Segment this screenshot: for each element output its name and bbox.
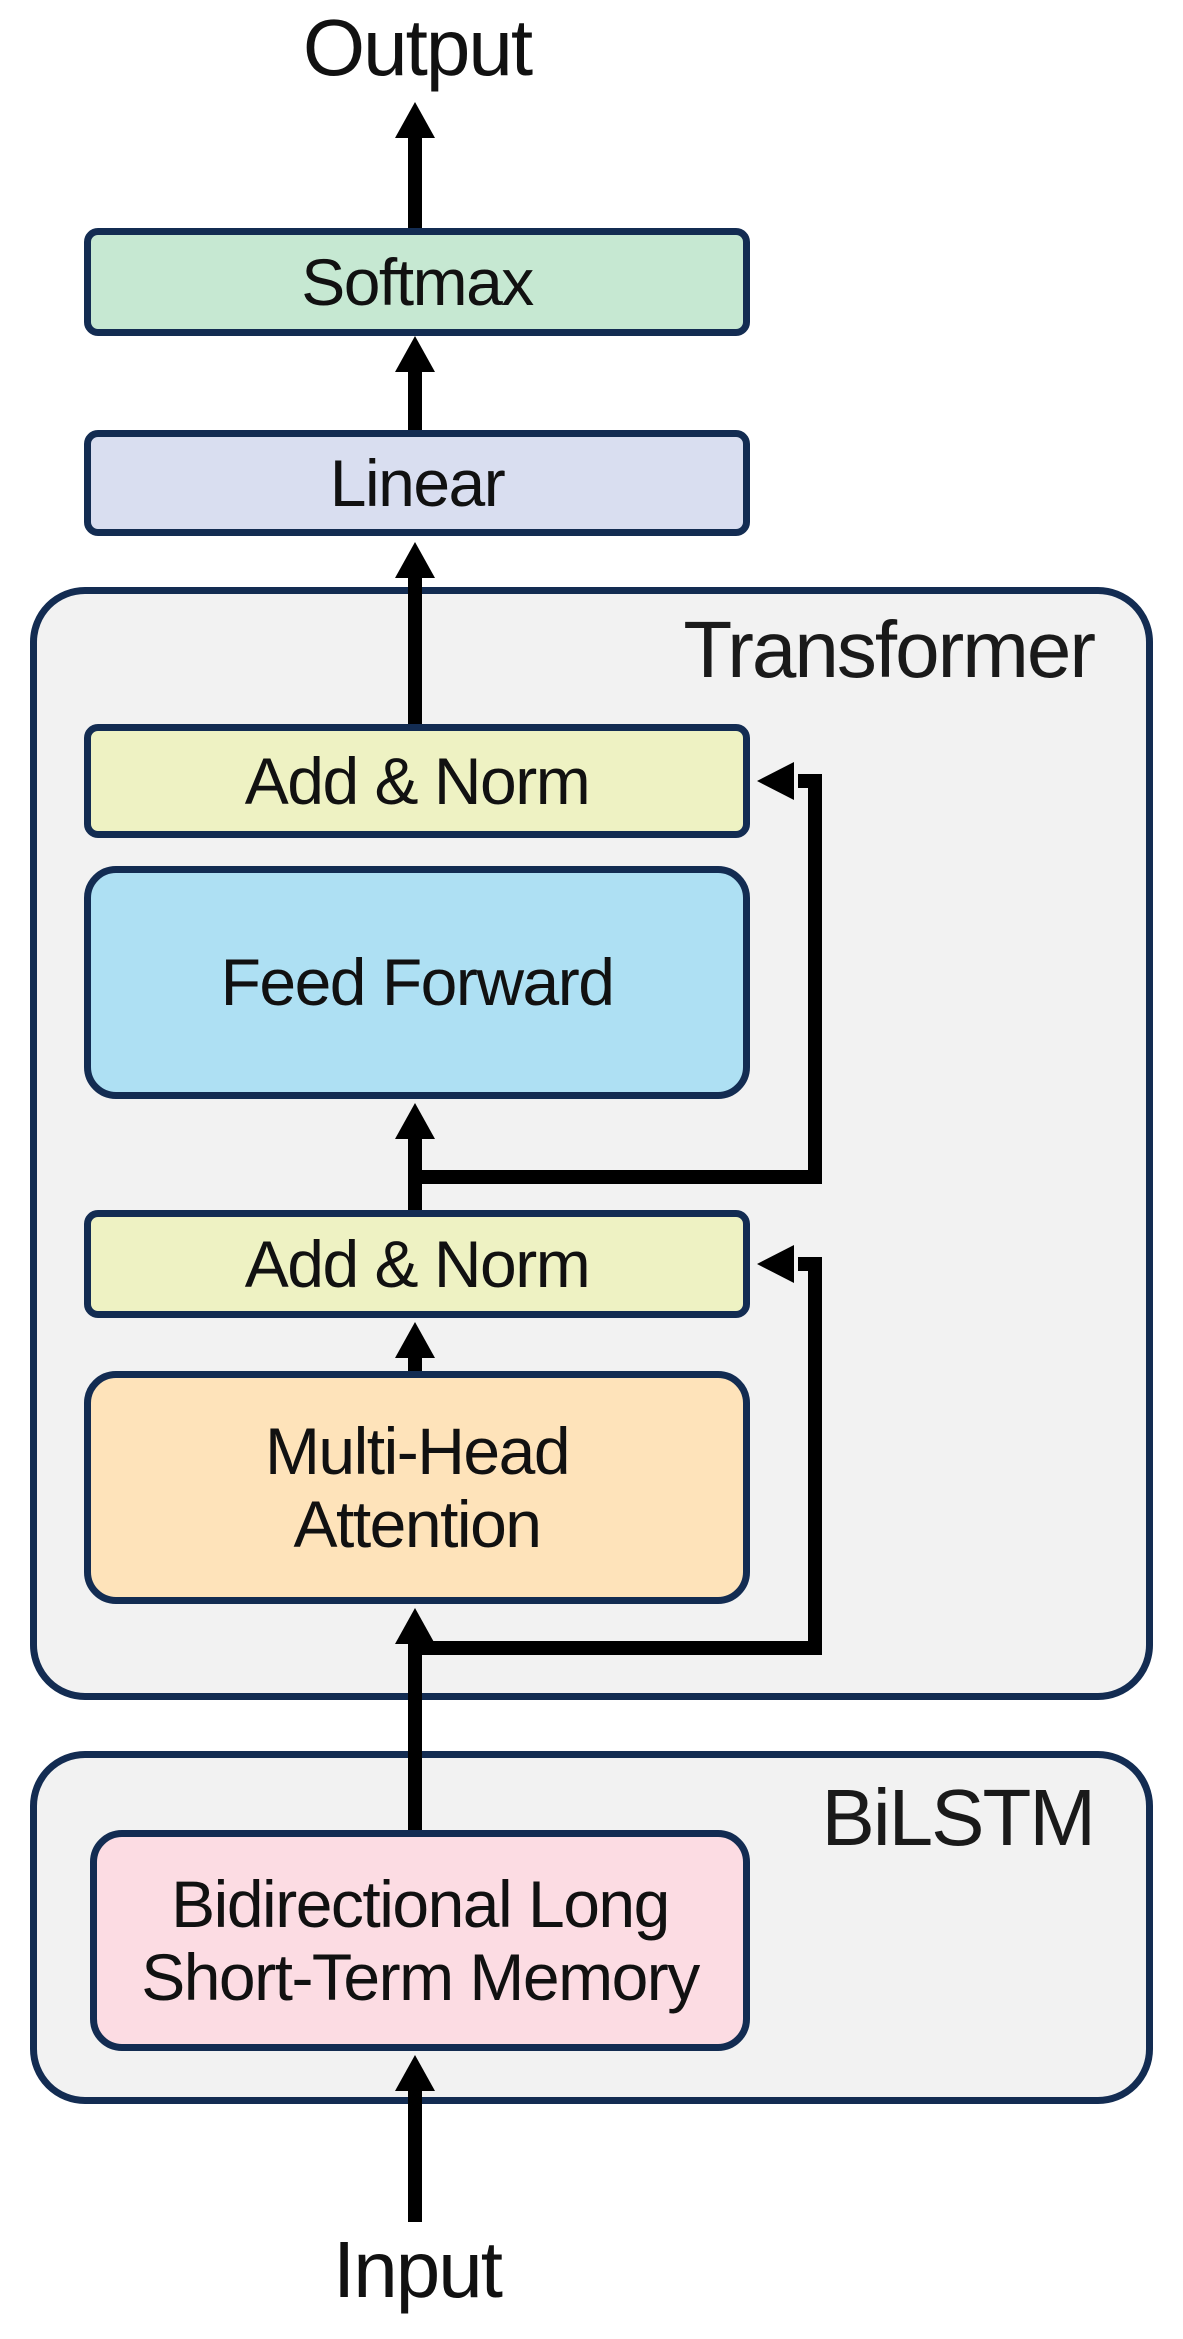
arrowhead-residual-top [757, 762, 794, 800]
arrowhead-softmax [395, 336, 435, 372]
add-norm-top-label: Add & Norm [244, 743, 591, 818]
bilstm-memory-block: Bidirectional Long Short-Term Memory [90, 1830, 750, 2051]
arrowhead-bilstm [395, 2055, 435, 2091]
mha-label-line2: Attention [293, 1486, 542, 1561]
multi-head-attention-block: Multi-Head Attention [84, 1371, 750, 1604]
linear-label: Linear [329, 445, 506, 520]
add-norm-bottom-label: Add & Norm [244, 1226, 591, 1301]
arrowhead-addnorm-bottom [395, 1322, 435, 1358]
mha-label-line1: Multi-Head [264, 1413, 571, 1488]
feed-forward-label: Feed Forward [220, 945, 615, 1020]
arrow-stems [408, 136, 822, 2222]
bilstm-title: BiLSTM [821, 1773, 1096, 1862]
arrow-heads [395, 102, 794, 2091]
output-label: Output [302, 3, 533, 92]
arrowhead-feed-forward [395, 1103, 435, 1139]
residual-line-top [415, 774, 822, 1184]
input-label: Input [333, 2225, 503, 2314]
arrowhead-output [395, 102, 435, 138]
softmax-block: Softmax [84, 228, 750, 336]
transformer-title: Transformer [683, 605, 1096, 694]
arrowhead-linear [395, 542, 435, 578]
softmax-label: Softmax [301, 244, 534, 319]
bilstm-label-line1: Bidirectional Long [171, 1866, 670, 1941]
add-norm-top-block: Add & Norm [84, 724, 750, 838]
linear-block: Linear [84, 430, 750, 536]
feed-forward-block: Feed Forward [84, 866, 750, 1099]
arrowhead-mha [395, 1608, 435, 1644]
residual-line-bottom [415, 1257, 822, 1655]
bilstm-label-line2: Short-Term Memory [141, 1939, 700, 2014]
arrowhead-residual-bottom [757, 1245, 794, 1283]
add-norm-bottom-block: Add & Norm [84, 1210, 750, 1318]
